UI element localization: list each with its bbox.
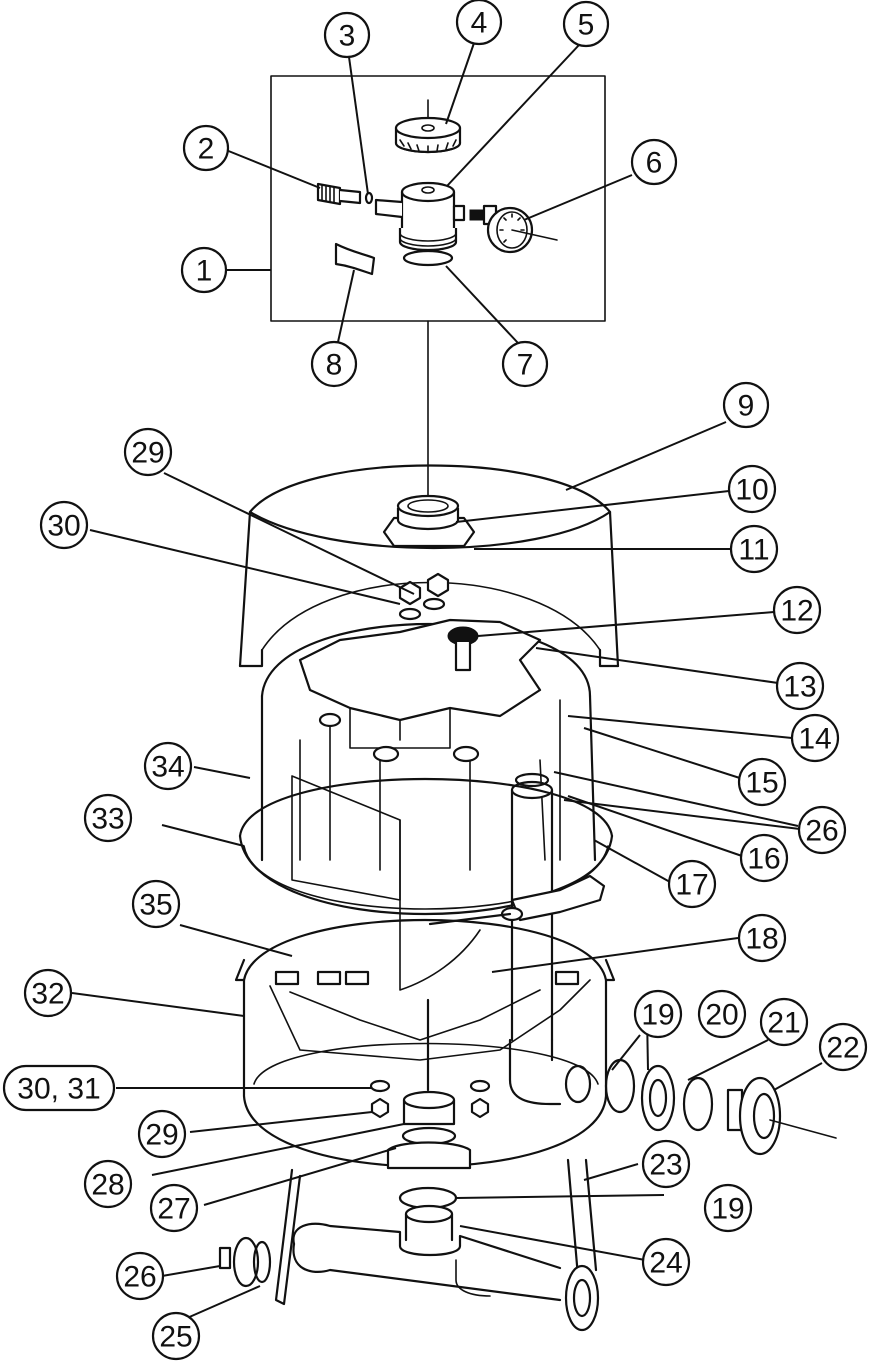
lid-fitting-part xyxy=(382,494,476,548)
callout-21: 21 xyxy=(759,997,809,1047)
svg-text:14: 14 xyxy=(798,723,831,756)
svg-text:1: 1 xyxy=(196,255,213,288)
callout-3: 3 xyxy=(323,11,371,59)
callout-24: 24 xyxy=(641,1237,691,1287)
callout-16: 16 xyxy=(739,833,789,883)
callout-15: 15 xyxy=(737,757,787,807)
svg-text:27: 27 xyxy=(157,1193,190,1226)
callout-8: 8 xyxy=(310,340,358,388)
callout-19b: 19 xyxy=(703,1183,753,1233)
base-stand-part xyxy=(218,1158,600,1332)
svg-text:29: 29 xyxy=(131,437,164,470)
svg-text:34: 34 xyxy=(151,751,184,784)
valve-body-part xyxy=(374,181,466,252)
callout-32: 32 xyxy=(23,968,73,1018)
callout-22: 22 xyxy=(818,1022,868,1072)
svg-text:26: 26 xyxy=(123,1261,156,1294)
svg-text:13: 13 xyxy=(783,671,816,704)
filter-element-assembly xyxy=(238,572,614,1042)
callout-29b: 29 xyxy=(137,1109,187,1159)
callout-26a: 26 xyxy=(115,1251,165,1301)
callout-7: 7 xyxy=(501,340,549,388)
svg-text:16: 16 xyxy=(747,843,780,876)
svg-text:22: 22 xyxy=(826,1032,859,1065)
callout-13: 13 xyxy=(775,661,825,711)
callout-9: 9 xyxy=(722,381,770,429)
callout-6: 6 xyxy=(630,138,678,186)
callout-1: 1 xyxy=(180,246,228,294)
callout-25: 25 xyxy=(151,1311,201,1361)
callout-34: 34 xyxy=(143,741,193,791)
svg-text:24: 24 xyxy=(649,1247,682,1280)
svg-text:35: 35 xyxy=(139,889,172,922)
valve-oring-part xyxy=(402,249,454,267)
svg-text:18: 18 xyxy=(745,923,778,956)
callout-33: 33 xyxy=(83,793,133,843)
callout-30-31: 30, 31 xyxy=(2,1064,116,1112)
callout-35: 35 xyxy=(131,879,181,929)
svg-text:9: 9 xyxy=(738,390,755,423)
callout-19a: 19 xyxy=(633,989,683,1039)
callout-30a: 30 xyxy=(39,500,89,550)
callout-27: 27 xyxy=(149,1183,199,1233)
svg-text:4: 4 xyxy=(471,7,488,40)
callout-11: 11 xyxy=(729,524,779,574)
callout-29a: 29 xyxy=(123,427,173,477)
tank-body-part xyxy=(234,919,616,1170)
callout-18: 18 xyxy=(737,913,787,963)
svg-text:33: 33 xyxy=(91,803,124,836)
tank-lid-part xyxy=(238,464,620,668)
svg-text:29: 29 xyxy=(145,1119,178,1152)
pressure-gauge-part xyxy=(469,204,558,254)
svg-text:32: 32 xyxy=(31,978,64,1011)
svg-text:30: 30 xyxy=(47,510,80,543)
leader-lines xyxy=(71,42,823,1323)
callout-14: 14 xyxy=(790,713,840,763)
callout-2: 2 xyxy=(182,124,230,172)
callout-26b: 26 xyxy=(797,805,847,855)
svg-text:21: 21 xyxy=(767,1007,800,1040)
svg-text:26: 26 xyxy=(805,815,838,848)
svg-text:7: 7 xyxy=(517,349,534,382)
svg-text:23: 23 xyxy=(649,1149,682,1182)
outlet-fittings-part xyxy=(604,1058,837,1156)
callout-28: 28 xyxy=(83,1159,133,1209)
callout-23: 23 xyxy=(641,1139,691,1189)
callout-10: 10 xyxy=(727,464,777,514)
svg-text:19: 19 xyxy=(711,1193,744,1226)
valve-knob-part xyxy=(394,99,462,154)
callout-17: 17 xyxy=(667,859,717,909)
svg-text:19: 19 xyxy=(641,999,674,1032)
callout-4: 4 xyxy=(455,0,503,46)
valve-assembly-inset xyxy=(270,75,606,523)
svg-text:15: 15 xyxy=(745,767,778,800)
svg-text:30, 31: 30, 31 xyxy=(17,1073,100,1106)
callout-12: 12 xyxy=(772,585,822,635)
svg-text:20: 20 xyxy=(705,999,738,1032)
label-part xyxy=(334,242,376,276)
svg-text:28: 28 xyxy=(91,1169,124,1202)
svg-text:8: 8 xyxy=(326,349,343,382)
fitting-part xyxy=(316,182,362,206)
svg-text:17: 17 xyxy=(675,869,708,902)
small-washer-part xyxy=(364,191,374,205)
svg-text:10: 10 xyxy=(735,474,768,507)
svg-text:3: 3 xyxy=(339,20,356,53)
svg-text:11: 11 xyxy=(738,534,769,567)
svg-text:5: 5 xyxy=(578,9,595,42)
callout-20: 20 xyxy=(697,989,747,1039)
svg-text:6: 6 xyxy=(646,147,663,180)
svg-text:12: 12 xyxy=(780,595,813,628)
svg-text:2: 2 xyxy=(198,133,215,166)
callout-5: 5 xyxy=(562,0,610,48)
svg-text:25: 25 xyxy=(159,1321,192,1354)
